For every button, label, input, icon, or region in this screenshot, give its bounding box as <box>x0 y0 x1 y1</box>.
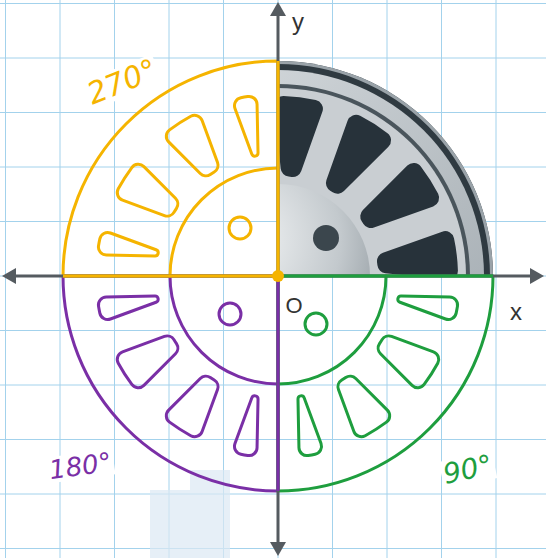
wheel-photo <box>63 61 493 491</box>
sketch-window <box>117 336 178 388</box>
origin-dot <box>272 270 284 282</box>
grid-line <box>0 330 546 331</box>
wheel-quadrant <box>278 61 493 276</box>
axis-arrowhead <box>530 268 544 284</box>
rim <box>278 70 484 276</box>
sketch-window <box>98 232 158 256</box>
sketch-hub-arc <box>278 276 386 384</box>
angle-label: 180° <box>45 448 115 483</box>
angle-label: 90° <box>439 451 497 490</box>
sketch-bolt-hole <box>219 303 241 325</box>
wheel-window <box>360 163 439 228</box>
tire-edge <box>278 61 493 276</box>
sketch-edge <box>278 275 493 278</box>
grid-line <box>0 3 546 4</box>
sketch-bolt-hole <box>305 313 327 335</box>
hub <box>278 184 370 276</box>
sketch-bolt-hole <box>229 217 251 239</box>
wheel-window <box>377 231 458 276</box>
sketch-window <box>166 115 218 176</box>
grid-line <box>0 494 546 495</box>
rotated-sketches <box>63 61 493 491</box>
sketch-window <box>234 396 258 456</box>
sketch-edge <box>277 276 280 491</box>
grid-line <box>0 58 546 59</box>
sketch-edge <box>63 275 278 278</box>
sketch-edge <box>277 61 280 276</box>
bolt-hole <box>313 225 339 251</box>
spoke-disc <box>278 88 466 276</box>
sketch-window <box>398 296 458 320</box>
wheel-window <box>326 115 391 194</box>
wheel-window <box>278 96 323 177</box>
axis-arrowhead <box>2 268 16 284</box>
grid-line <box>0 439 546 440</box>
rim-groove <box>278 84 470 276</box>
axis-arrowhead <box>270 2 286 16</box>
sketch-window <box>234 96 258 156</box>
axis-label: x <box>508 300 524 324</box>
sketch-window <box>338 376 390 437</box>
sketch-window <box>166 376 218 437</box>
sketch-hub-arc <box>170 168 278 276</box>
sketch-hub-arc <box>170 276 278 384</box>
sketch-window <box>378 336 439 388</box>
sketch-window <box>298 396 322 456</box>
grid-line <box>0 112 546 113</box>
axis-arrowhead <box>270 542 286 556</box>
origin-label: O <box>283 295 304 317</box>
grid-line <box>5 0 6 558</box>
axis-label: y <box>290 10 306 34</box>
tire <box>278 61 493 276</box>
grid-line <box>0 548 546 549</box>
sketch-window <box>98 296 158 320</box>
sketch-window <box>117 164 178 216</box>
